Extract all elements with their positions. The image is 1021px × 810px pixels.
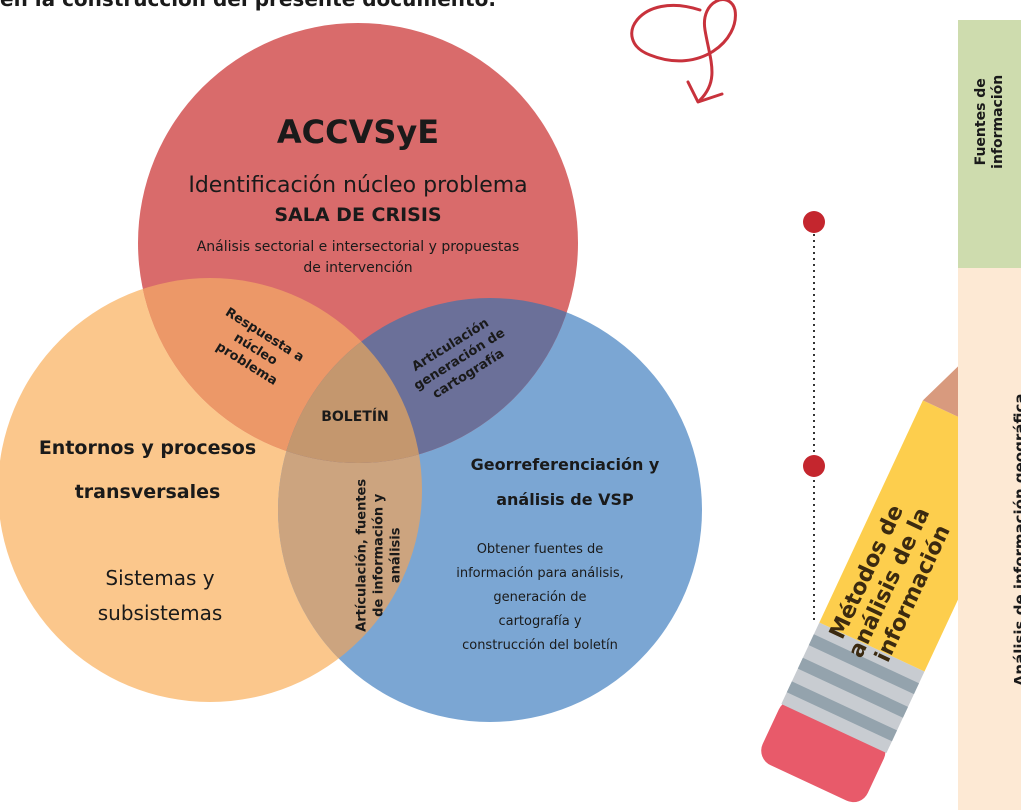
right-circle-title-a: Georreferenciación y [470, 455, 660, 474]
center-label: BOLETÍN [321, 409, 389, 425]
right-circle-body-d: cartografía y [498, 614, 582, 629]
left-circle-title-b: transversales [74, 481, 221, 503]
left-circle-title-a: Entornos y procesos [38, 437, 257, 459]
timeline-dot-2 [803, 455, 825, 477]
right-circle-body-c: generación de [493, 590, 587, 605]
overlap-left-right-label: Artículación, fuentes de información y a… [355, 445, 406, 665]
side-box-sources-line2: información [990, 74, 1006, 169]
side-box-analysis-label: Análisis de información geográfica. [1011, 387, 1021, 687]
side-box-sources-line1: Fuentes de [973, 78, 990, 166]
top-circle-line2: SALA DE CRISIS [274, 204, 442, 226]
timeline-dot-1 [803, 211, 825, 233]
arrow-head-icon [686, 80, 724, 104]
top-circle-line3b: de intervención [303, 260, 413, 276]
right-circle-body-a: Obtener fuentes de [476, 542, 604, 557]
top-circle-title: ACCVSyE [276, 113, 440, 151]
overlap-left-right-line-c: análisis [388, 527, 404, 584]
top-circle-line1: Identificación núcleo problema [188, 173, 528, 198]
curly-arrow-icon [630, 0, 737, 102]
right-circle-body-b: información para análisis, [456, 566, 624, 581]
right-circle-body-e: construcción del boletín [462, 638, 618, 653]
top-caption: en la construcción del presente document… [0, 0, 496, 11]
top-circle-line3a: Análisis sectorial e intersectorial y pr… [196, 239, 520, 255]
side-box-sources [958, 20, 1021, 268]
side-box-sources-label: Fuentes de información [973, 22, 1007, 222]
left-circle-body-a: Sistemas y [105, 566, 215, 590]
left-circle-body-b: subsistemas [97, 601, 223, 625]
overlap-left-right-line-b: de información y [371, 493, 387, 617]
right-circle-title-b: análisis de VSP [496, 490, 634, 509]
overlap-center [278, 298, 422, 463]
overlap-left-right-line-a: Artículación, fuentes [354, 478, 370, 632]
overlap-top-left [138, 278, 422, 463]
side-box-analysis [958, 268, 1021, 810]
